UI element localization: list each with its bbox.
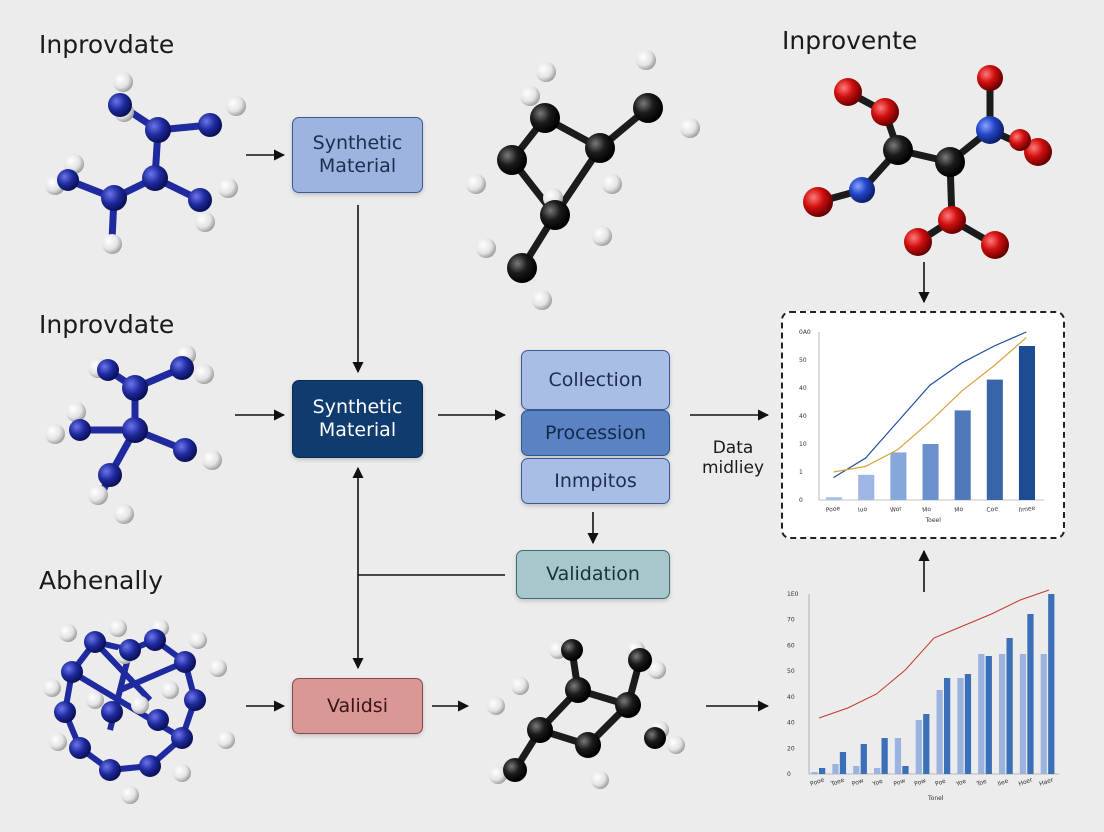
bar <box>902 766 909 774</box>
x-tick-label: Ilmee <box>1018 505 1036 514</box>
y-tick-label: 0 <box>799 497 803 504</box>
x-tick-label: Mo <box>954 506 964 514</box>
inmpitos-box[interactable]: Inmpitos <box>521 458 670 504</box>
bar <box>1048 594 1055 774</box>
bar <box>839 752 847 774</box>
x-axis-label: Toeel <box>925 517 942 524</box>
x-tick-label: Pow <box>893 777 907 788</box>
procession-box[interactable]: Procession <box>521 410 670 456</box>
bar <box>1019 654 1027 774</box>
x-tick-label: Pow <box>851 777 865 788</box>
x-tick-label: Yoe <box>871 778 884 789</box>
bar <box>890 452 907 500</box>
bar <box>826 497 843 500</box>
x-tick-label: Pooe <box>809 776 825 788</box>
y-tick-label: 0A0 <box>799 329 811 336</box>
bar <box>1027 614 1034 774</box>
y-tick-label: 0 <box>787 771 791 778</box>
bar <box>985 656 992 774</box>
bar <box>832 764 839 774</box>
validsi-box[interactable]: Validsi <box>292 678 423 734</box>
y-tick-label: 20 <box>787 745 795 752</box>
collection-box[interactable]: Collection <box>521 350 670 410</box>
bar <box>853 766 860 774</box>
y-tick-label: 50 <box>787 668 795 675</box>
bar <box>1006 638 1013 774</box>
bar <box>894 738 902 774</box>
molecule-top-center <box>466 50 700 310</box>
bar <box>811 772 818 774</box>
line-series <box>833 331 1027 479</box>
x-tick-label: Pow <box>913 777 927 788</box>
validation-box[interactable]: Validation <box>516 550 670 599</box>
bar <box>1018 346 1035 500</box>
y-tick-label: 40 <box>799 385 807 392</box>
x-tick-label: Hoer <box>1018 776 1034 788</box>
x-tick-label: Mo <box>922 506 932 514</box>
line-series <box>833 337 1027 473</box>
molecule-top-left <box>45 72 246 254</box>
molecule-bottom-center <box>487 639 685 789</box>
molecule-mid-left <box>45 345 222 524</box>
bar <box>881 738 888 774</box>
bar <box>923 714 930 774</box>
bar <box>936 690 943 774</box>
synthetic-material-center-box[interactable]: Synthetic Material <box>292 380 423 458</box>
chart-frame-top <box>781 311 1065 539</box>
bar <box>999 654 1006 774</box>
x-tick-label: Wor <box>890 505 903 514</box>
bar <box>819 768 826 774</box>
label-mid-left: Inprovdate <box>39 310 175 339</box>
bar <box>1040 654 1047 774</box>
y-tick-label: 50 <box>799 357 807 364</box>
y-tick-label: 40 <box>787 694 795 701</box>
x-tick-label: Ilee <box>997 777 1010 787</box>
x-tick-label: Iuo <box>858 506 868 514</box>
x-axis-label: Tonel <box>927 795 944 802</box>
bar <box>874 768 881 774</box>
y-tick-label: 1 <box>799 469 803 476</box>
bar <box>858 474 875 500</box>
bar <box>860 744 867 774</box>
y-tick-label: 1E0 <box>787 591 799 598</box>
y-tick-label: 10 <box>799 441 807 448</box>
x-tick-label: Coe <box>986 505 999 514</box>
label-bottom-left: Abhenally <box>39 566 164 595</box>
bar <box>986 379 1003 500</box>
y-tick-label: 70 <box>787 617 795 624</box>
y-tick-label: 60 <box>787 642 795 649</box>
label-top-left: Inprovdate <box>39 30 175 59</box>
x-tick-label: Yoe <box>954 778 967 789</box>
y-tick-label: 40 <box>787 720 795 727</box>
molecule-top-right <box>803 65 1052 259</box>
bar <box>957 678 964 774</box>
label-top-right: Inprovente <box>782 26 918 55</box>
data-label: Data midliey <box>701 438 765 479</box>
synthetic-material-top-box[interactable]: Synthetic Material <box>292 117 423 193</box>
bar <box>915 720 922 774</box>
x-tick-label: Pooe <box>825 505 841 514</box>
y-tick-label: 40 <box>799 413 807 420</box>
bar <box>922 444 939 500</box>
x-tick-label: Toee <box>829 777 845 789</box>
x-tick-label: Poe <box>934 778 947 788</box>
bar <box>944 678 951 774</box>
bar <box>954 410 971 500</box>
bar <box>978 654 985 774</box>
x-tick-label: Haer <box>1038 776 1054 788</box>
line-series <box>818 589 1050 719</box>
x-tick-label: Toe <box>975 778 988 788</box>
molecule-bottom-left <box>43 619 235 804</box>
bar <box>964 674 972 774</box>
